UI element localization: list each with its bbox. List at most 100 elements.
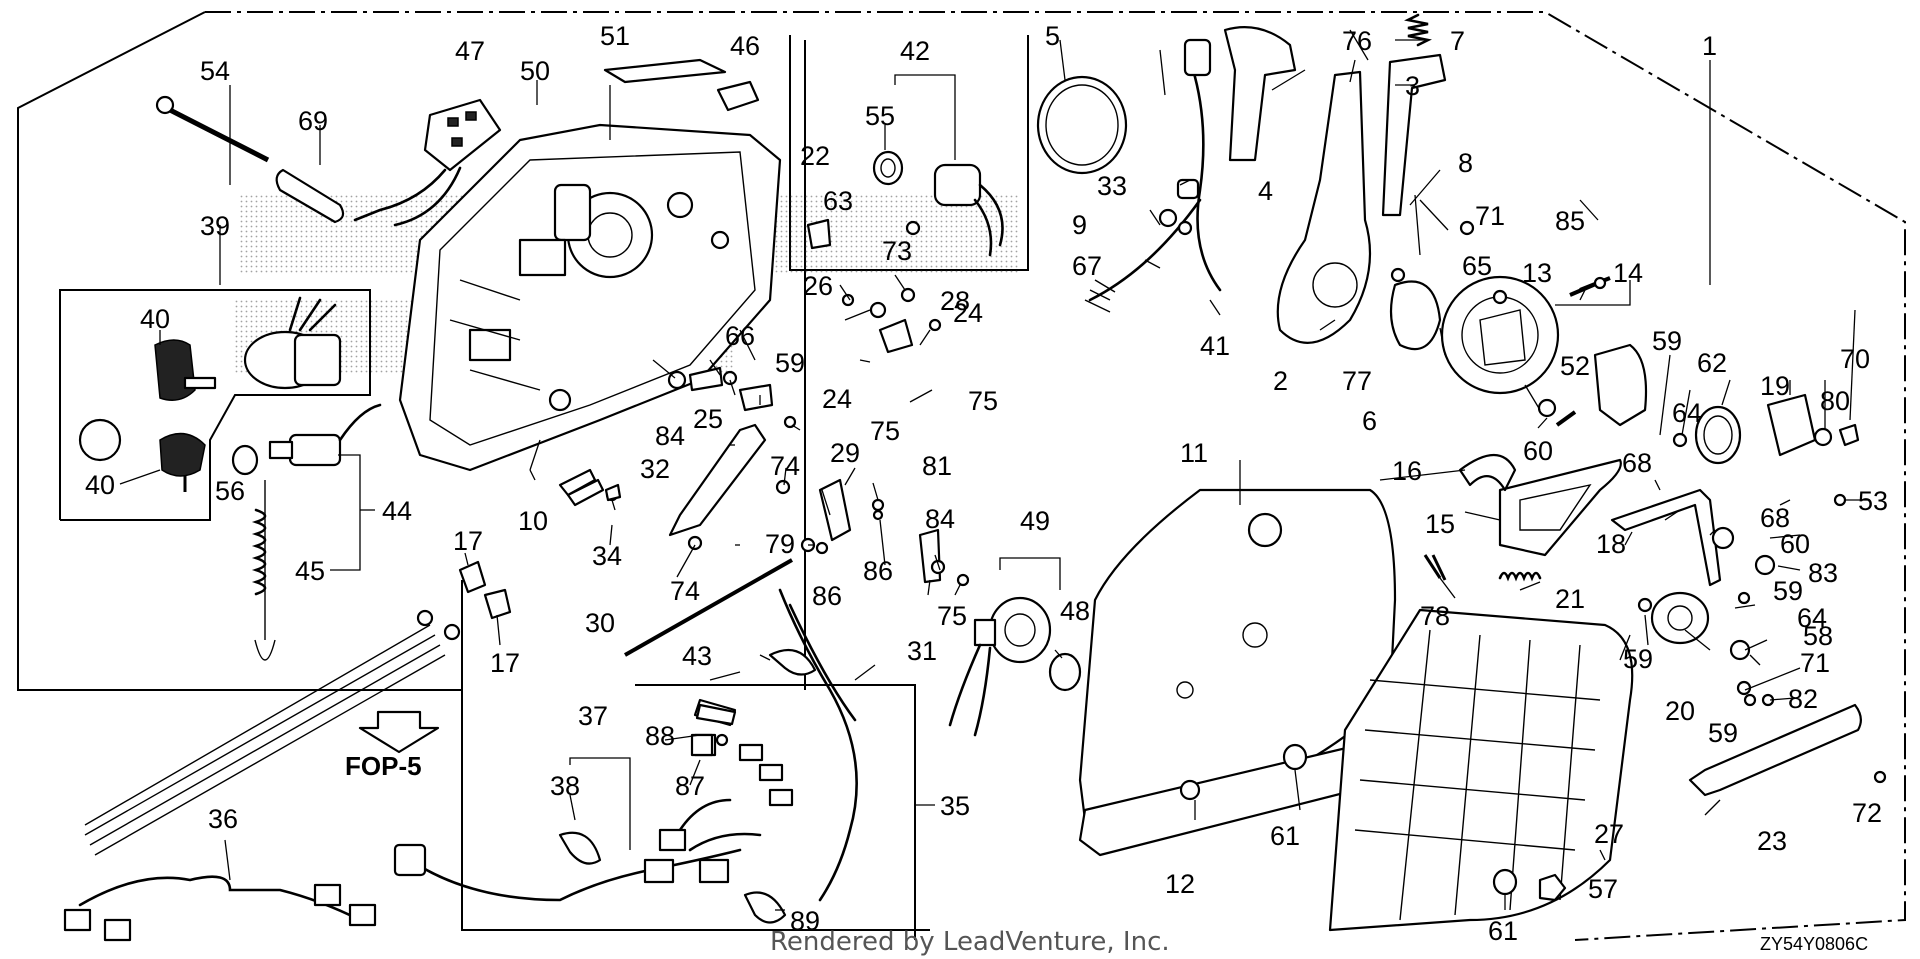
- direction-arrow: [358, 710, 440, 754]
- label-12: 12: [1165, 869, 1195, 899]
- label-75a: 75: [968, 386, 998, 416]
- label-84b: 84: [925, 504, 955, 534]
- label-20: 20: [1665, 696, 1695, 726]
- hardware-items: [558, 178, 1887, 784]
- washer-61-upper: [1282, 743, 1308, 771]
- rear-grid-panel-27: [1328, 608, 1634, 932]
- label-36: 36: [208, 804, 238, 834]
- label-64b: 64: [1797, 603, 1827, 633]
- label-45: 45: [295, 556, 325, 586]
- side-panel-11: [1078, 488, 1397, 822]
- link-arm-18: [1610, 488, 1722, 587]
- label-39: 39: [200, 211, 230, 241]
- control-lever-grip: [1223, 26, 1297, 162]
- label-71b: 71: [1800, 648, 1830, 678]
- lever-arm-2: [1276, 70, 1372, 344]
- label-43: 43: [682, 641, 712, 671]
- harness-clamp-43: [768, 648, 817, 676]
- label-59b: 59: [775, 348, 805, 378]
- washer-56: [231, 444, 259, 476]
- label-49: 49: [1020, 506, 1050, 536]
- ignition-key-lower: [159, 432, 206, 492]
- label-40a: 40: [140, 304, 170, 334]
- label-86b: 86: [863, 556, 893, 586]
- render-credit: Rendered by LeadVenture, Inc.: [770, 927, 1170, 957]
- label-53: 53: [1858, 486, 1888, 516]
- bracket-14: [1593, 343, 1648, 427]
- label-57: 57: [1588, 874, 1618, 904]
- label-66: 66: [725, 321, 755, 351]
- spring-21: [1498, 571, 1542, 582]
- ignition-key-upper: [154, 339, 217, 401]
- label-37: 37: [578, 701, 608, 731]
- bracket-23: [1688, 703, 1862, 797]
- wire-harness-36: [63, 875, 377, 942]
- label-13: 13: [1522, 258, 1552, 288]
- label-42: 42: [900, 36, 930, 66]
- label-strip: [603, 58, 727, 84]
- gasket-12: [1078, 738, 1397, 857]
- label-17a: 17: [453, 526, 483, 556]
- label-74b: 74: [670, 576, 700, 606]
- label-55: 55: [865, 101, 895, 131]
- label-10: 10: [518, 506, 548, 536]
- label-32: 32: [640, 454, 670, 484]
- label-4: 4: [1258, 176, 1273, 206]
- label-35: 35: [940, 791, 970, 821]
- lever-wire-41: [1084, 38, 1222, 313]
- ignition-switch: [243, 296, 342, 390]
- switch-20: [1650, 591, 1710, 645]
- label-11: 11: [1180, 438, 1208, 468]
- label-3: 3: [1405, 71, 1420, 101]
- label-46: 46: [730, 31, 760, 61]
- o-ring: [78, 418, 122, 462]
- switch-panel: [353, 98, 502, 227]
- bracket-22: [806, 218, 832, 250]
- label-18: 18: [1596, 529, 1626, 559]
- label-80: 80: [1820, 386, 1850, 416]
- label-52: 52: [1560, 351, 1590, 381]
- label-75b: 75: [870, 416, 900, 446]
- buzzer-42: [933, 163, 1004, 257]
- label-59d: 59: [1623, 644, 1653, 674]
- label-67: 67: [1072, 251, 1102, 281]
- label-87: 87: [675, 771, 705, 801]
- cable-clip-lower: [483, 588, 512, 620]
- label-21: 21: [1555, 584, 1585, 614]
- control-cables: [84, 609, 461, 856]
- label-65: 65: [1462, 251, 1492, 281]
- cable-clip-upper: [458, 560, 487, 594]
- leader-lines: [119, 29, 1870, 911]
- label-24b: 24: [822, 384, 852, 414]
- harness-clamp-38: [558, 831, 602, 865]
- label-26: 26: [803, 271, 833, 301]
- clip-46: [716, 80, 760, 112]
- label-75c: 75: [937, 601, 967, 631]
- cover-19: [1766, 393, 1817, 457]
- part-labels: 1 2 3 4 5 6 7 8 9 10 11 12 13 14 15 16 1…: [85, 21, 1888, 946]
- label-19: 19: [1760, 371, 1790, 401]
- label-61a: 61: [1270, 821, 1300, 851]
- label-22: 22: [800, 141, 830, 171]
- label-8: 8: [1458, 148, 1473, 178]
- label-29: 29: [830, 438, 860, 468]
- label-74a: 74: [770, 451, 800, 481]
- label-33: 33: [1097, 171, 1127, 201]
- label-68a: 68: [1622, 448, 1652, 478]
- label-9: 9: [1072, 210, 1087, 240]
- lever-29: [818, 478, 852, 542]
- label-86a: 86: [812, 581, 842, 611]
- label-68b: 68: [1760, 503, 1790, 533]
- connector-31: [918, 528, 942, 584]
- emergency-stop-switch: [268, 403, 382, 467]
- label-23: 23: [1757, 826, 1787, 856]
- label-30: 30: [585, 608, 615, 638]
- label-85: 85: [1555, 206, 1585, 236]
- label-59e: 59: [1708, 718, 1738, 748]
- label-27: 27: [1594, 819, 1624, 849]
- label-50: 50: [520, 56, 550, 86]
- label-6: 6: [1362, 406, 1377, 436]
- label-82: 82: [1788, 684, 1818, 714]
- washer-61-lower: [1492, 868, 1518, 896]
- label-61b: 61: [1488, 916, 1518, 946]
